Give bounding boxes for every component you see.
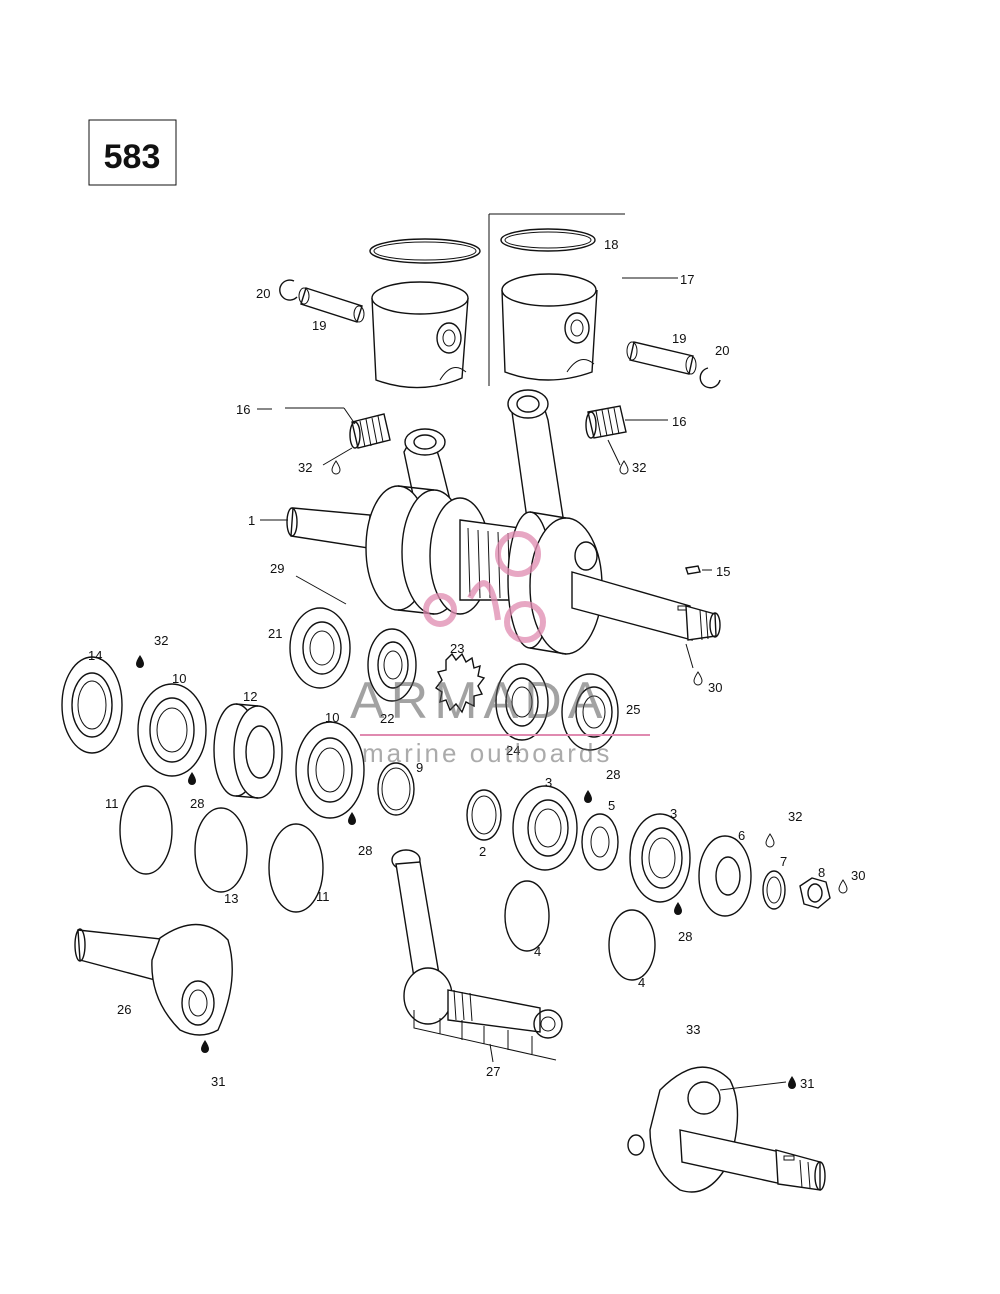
piston-divider bbox=[488, 213, 625, 386]
callout-7: 7 bbox=[780, 854, 787, 869]
oil-seal-6 bbox=[698, 835, 752, 917]
callout-14: 14 bbox=[88, 648, 102, 663]
washer-7 bbox=[762, 870, 786, 910]
callout-20: 20 bbox=[715, 343, 729, 358]
shim-9 bbox=[377, 762, 415, 816]
crankshaft-half-26 bbox=[74, 923, 233, 1036]
nut-8 bbox=[799, 877, 831, 909]
callout-28: 28 bbox=[678, 929, 692, 944]
callout-21: 21 bbox=[268, 626, 282, 641]
callout-5: 5 bbox=[608, 798, 615, 813]
piston-ring-right bbox=[500, 228, 596, 252]
ball-bearing-3-right bbox=[629, 813, 691, 903]
callout-30: 30 bbox=[708, 680, 722, 695]
piston-ring-left bbox=[369, 238, 481, 264]
callout-1: 1 bbox=[248, 513, 255, 528]
callout-10: 10 bbox=[172, 671, 186, 686]
crankshaft-assembly bbox=[286, 389, 721, 655]
callout-31: 31 bbox=[800, 1076, 814, 1091]
callout-32: 32 bbox=[788, 809, 802, 824]
callout-9: 9 bbox=[416, 760, 423, 775]
callout-32: 32 bbox=[298, 460, 312, 475]
callout-30: 30 bbox=[851, 868, 865, 883]
bearing-24 bbox=[495, 663, 549, 741]
engine-code-box: 583 bbox=[88, 119, 177, 186]
o-ring-11-left bbox=[119, 785, 173, 875]
piston-left bbox=[371, 281, 469, 389]
woodruff-key bbox=[685, 565, 701, 575]
callout-3: 3 bbox=[545, 775, 552, 790]
o-ring-4-right bbox=[608, 909, 656, 981]
bearing-22 bbox=[367, 628, 417, 702]
callout-27: 27 bbox=[486, 1064, 500, 1079]
callout-19: 19 bbox=[672, 331, 686, 346]
callout-17: 17 bbox=[680, 272, 694, 287]
callout-20: 20 bbox=[256, 286, 270, 301]
needle-bearing-left bbox=[349, 413, 391, 449]
callout-15: 15 bbox=[716, 564, 730, 579]
callout-labels: 1 2 3 3 4 4 5 6 7 8 9 10 10 11 11 12 13 … bbox=[88, 237, 865, 1091]
o-ring-4-left bbox=[504, 880, 550, 952]
callout-8: 8 bbox=[818, 865, 825, 880]
oil-drop-icon bbox=[136, 460, 848, 1089]
callout-32: 32 bbox=[154, 633, 168, 648]
circlip-right bbox=[699, 367, 721, 389]
callout-16: 16 bbox=[236, 402, 250, 417]
ball-bearing-12 bbox=[213, 703, 283, 799]
callout-26: 26 bbox=[117, 1002, 131, 1017]
callout-13: 13 bbox=[224, 891, 238, 906]
shim-2 bbox=[466, 789, 502, 841]
callout-31: 31 bbox=[211, 1074, 225, 1089]
bearing-21 bbox=[289, 607, 351, 689]
callout-6: 6 bbox=[738, 828, 745, 843]
callout-33: 33 bbox=[686, 1022, 700, 1037]
circlip-left bbox=[279, 279, 298, 301]
ball-bearing-10-left bbox=[137, 683, 207, 777]
conrod-assembly-27 bbox=[391, 849, 563, 1063]
callout-2: 2 bbox=[479, 844, 486, 859]
callout-11: 11 bbox=[316, 889, 330, 904]
callout-25: 25 bbox=[626, 702, 640, 717]
callout-4: 4 bbox=[638, 975, 645, 990]
ball-bearing-3-left bbox=[512, 785, 578, 871]
callout-16: 16 bbox=[672, 414, 686, 429]
callout-23: 23 bbox=[450, 641, 464, 656]
callout-28: 28 bbox=[358, 843, 372, 858]
callout-32: 32 bbox=[632, 460, 646, 475]
crankshaft-half-33 bbox=[627, 1066, 826, 1193]
piston-right bbox=[501, 273, 598, 381]
callout-18: 18 bbox=[604, 237, 618, 252]
piston-pin-left bbox=[298, 287, 365, 323]
bearing-25 bbox=[561, 673, 619, 751]
shim-5 bbox=[581, 813, 619, 871]
callout-24: 24 bbox=[506, 743, 520, 758]
callout-3: 3 bbox=[670, 806, 677, 821]
watermark-brand: ARMADA bbox=[350, 672, 608, 730]
callout-4: 4 bbox=[534, 944, 541, 959]
callout-12: 12 bbox=[243, 689, 257, 704]
callout-22: 22 bbox=[380, 711, 394, 726]
watermark-tagline: marine outboards bbox=[362, 738, 612, 768]
piston-pin-right bbox=[626, 341, 697, 375]
needle-bearing-right bbox=[585, 405, 627, 439]
o-ring-13 bbox=[194, 807, 248, 893]
engine-code: 583 bbox=[104, 138, 161, 176]
o-ring-11-mid bbox=[268, 823, 324, 913]
callout-19: 19 bbox=[312, 318, 326, 333]
watermark: ARMADA marine outboards bbox=[350, 531, 650, 768]
ball-bearing-10-mid bbox=[295, 721, 365, 819]
callout-11: 11 bbox=[105, 796, 119, 811]
callout-10: 10 bbox=[325, 710, 339, 725]
oil-seal-14 bbox=[61, 656, 123, 754]
callout-29: 29 bbox=[270, 561, 284, 576]
watermark-logo-icon bbox=[423, 531, 546, 643]
callout-28: 28 bbox=[190, 796, 204, 811]
callout-28: 28 bbox=[606, 767, 620, 782]
gear-23 bbox=[434, 652, 486, 714]
